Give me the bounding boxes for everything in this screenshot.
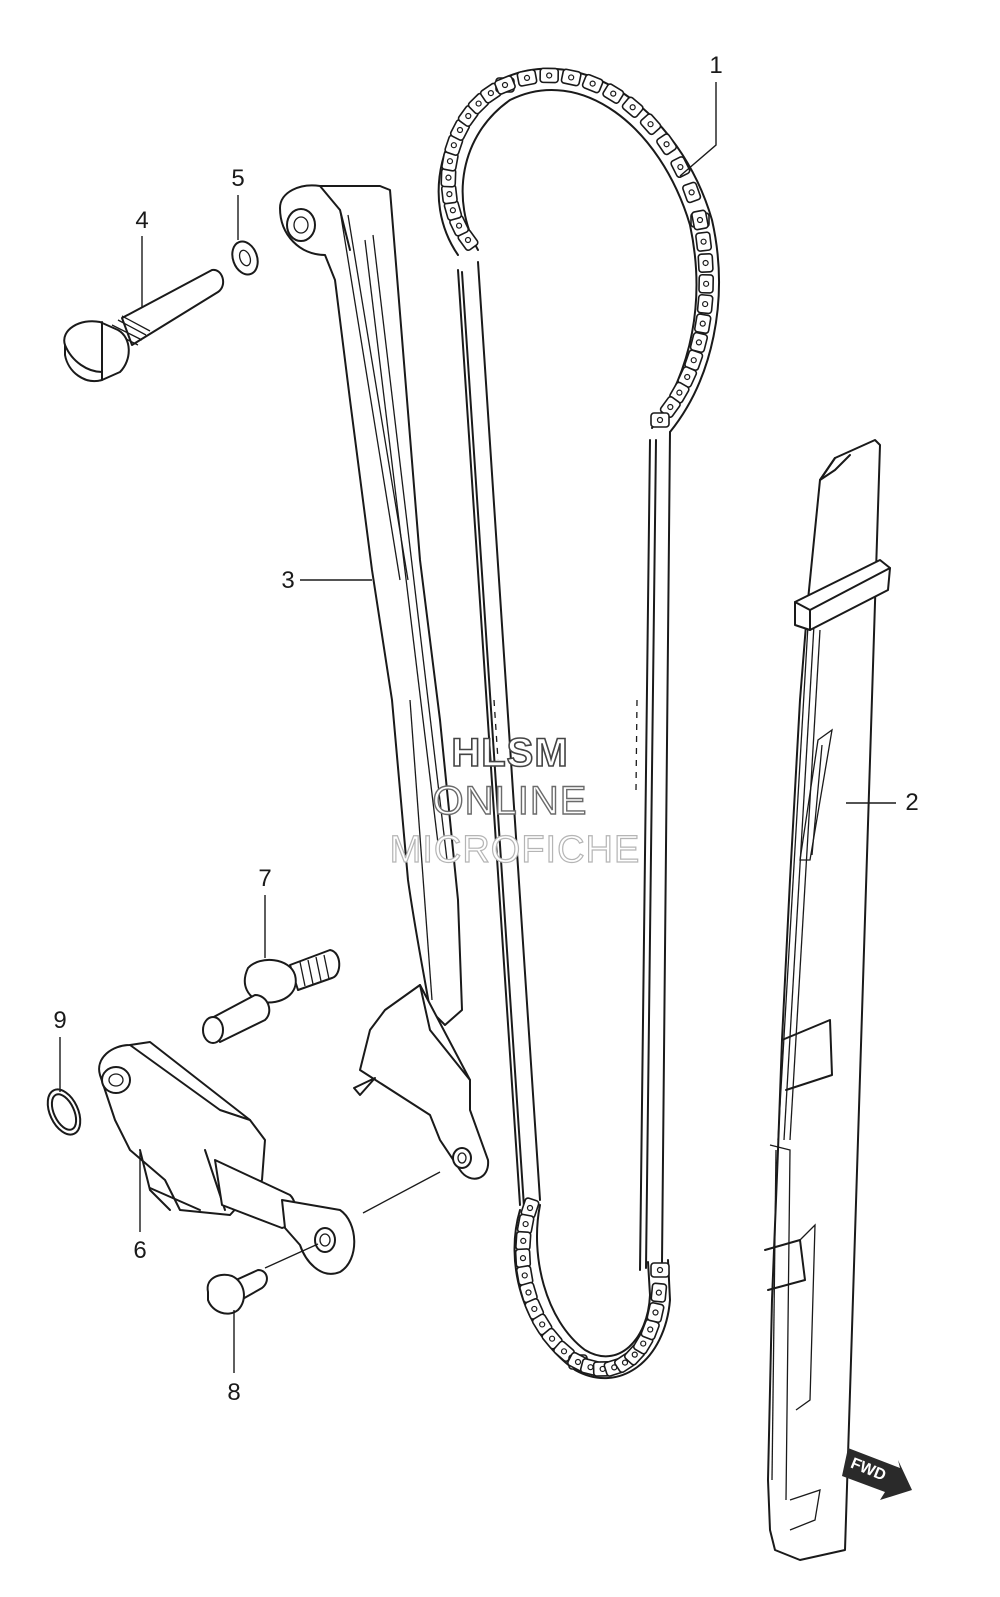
chain-pin (631, 1351, 638, 1358)
chain-pin (539, 1321, 546, 1328)
callout-6: 6 (133, 1237, 146, 1264)
chain-pin (690, 357, 697, 364)
chain-pin (656, 416, 664, 424)
chain-pin (475, 100, 482, 107)
callout-9: 9 (53, 1007, 66, 1034)
chain-pin (445, 174, 452, 181)
chain-pin (464, 236, 472, 244)
chain-pin (677, 163, 684, 171)
chain-pin (523, 74, 531, 81)
chain-guide (764, 439, 891, 1561)
chain-pin (629, 104, 636, 111)
watermark: HLSM ONLINE MICROFICHE (389, 730, 641, 871)
chain-pin (546, 72, 553, 79)
fwd-arrow-icon: FWD (842, 1448, 912, 1500)
chain-pin (703, 280, 710, 287)
chain-pin (656, 1266, 664, 1274)
chain-pin (621, 1359, 629, 1366)
cam-chain (437, 67, 720, 1380)
chain-tensioner-6 (98, 1041, 441, 1275)
chain-pin (446, 158, 454, 165)
bolt-8 (206, 1269, 268, 1315)
chain-pin (667, 403, 674, 411)
chain-pin (548, 1335, 556, 1342)
callout-7: 7 (258, 865, 271, 892)
callout-5: 5 (231, 165, 244, 192)
chain-pin (456, 126, 464, 134)
chain-pin (702, 259, 709, 267)
callout-8: 8 (227, 1379, 240, 1406)
chain-pin (699, 320, 706, 327)
chain-pin (446, 191, 453, 198)
callout-2: 2 (905, 789, 918, 816)
chain-pin (487, 90, 494, 97)
callout-1: 1 (709, 52, 722, 79)
chain-pin (519, 1255, 527, 1262)
chain-pin (640, 1340, 647, 1347)
chain-pin (465, 112, 472, 120)
chain-pin (531, 1305, 538, 1313)
chain-pin (501, 81, 509, 89)
chain-pin (663, 141, 670, 148)
callout-4: 4 (135, 207, 148, 234)
chain-pin (449, 207, 456, 214)
chain-pin (450, 142, 457, 149)
circlip-9 (46, 1088, 82, 1136)
bolt-4 (63, 268, 225, 383)
chain-pin (560, 1348, 568, 1355)
chain-pin (652, 1309, 659, 1316)
chain-pin (647, 1326, 654, 1333)
watermark-line-2: ONLINE (433, 779, 588, 823)
chain-pin (525, 1289, 532, 1296)
chain-pin (702, 300, 709, 308)
callouts: 1 2 3 4 5 6 7 8 9 (53, 52, 918, 1406)
chain-pin (522, 1220, 529, 1228)
stud-bolt-7 (202, 949, 341, 1044)
chain-pin (610, 90, 617, 97)
chain-pin (696, 216, 704, 224)
chain-pin (695, 339, 703, 346)
callout-3: 3 (281, 567, 294, 594)
watermark-line-3: MICROFICHE (390, 829, 641, 871)
chain-pin (676, 389, 683, 396)
chain-pin (700, 238, 707, 245)
washer-5 (231, 240, 259, 276)
chain-pin (684, 373, 691, 381)
chain-pin (647, 121, 654, 128)
chain-pin (520, 1237, 527, 1245)
chain-tensioner-slipper (279, 184, 490, 1180)
chain-pin (589, 80, 596, 87)
watermark-line-1: HLSM (451, 731, 568, 775)
chain-pin (587, 1364, 594, 1371)
chain-pin (574, 1358, 582, 1366)
chain-pin (568, 74, 575, 81)
chain-pin (526, 1204, 534, 1212)
chain-pin (455, 222, 463, 229)
chain-pin (655, 1289, 662, 1296)
chain-pin (521, 1272, 528, 1279)
chain-pin (688, 189, 695, 196)
